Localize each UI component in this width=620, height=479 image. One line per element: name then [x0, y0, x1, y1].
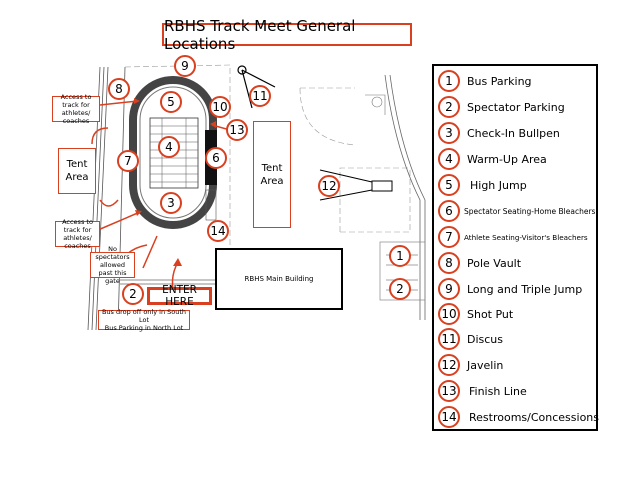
legend-item: 14 Restrooms/Concessions [438, 406, 599, 428]
note-no-spectators: No spectators allowed past this gate [90, 245, 135, 285]
legend-number: 9 [438, 278, 460, 300]
legend-item: 3 Check-In Bullpen [438, 122, 560, 144]
legend-number: 5 [438, 174, 460, 196]
baseball-field [365, 94, 386, 115]
legend-item: 4 Warm-Up Area [438, 148, 547, 170]
tent-area-right: Tent Area [253, 121, 291, 228]
legend-number: 4 [438, 148, 460, 170]
legend-number: 10 [438, 303, 460, 325]
enter-here-sign: ENTER HERE [147, 284, 212, 308]
legend-item: 6 Spectator Seating-Home Bleachers [438, 200, 595, 222]
legend-label: Warm-Up Area [467, 152, 547, 166]
note-access-top: Access to track for athletes/ coaches [52, 93, 100, 125]
main-building: RBHS Main Building [215, 248, 343, 310]
map-marker-12: 12 [318, 175, 340, 197]
legend-number: 8 [438, 252, 460, 274]
map-marker-13: 13 [226, 119, 248, 141]
legend-label: Long and Triple Jump [467, 282, 583, 296]
legend-number: 7 [438, 226, 460, 248]
map-marker-8: 8 [108, 78, 130, 100]
map-marker-2-south-lot: 2 [122, 283, 144, 305]
map-marker-4: 4 [158, 136, 180, 158]
legend-label: Spectator Parking [467, 100, 565, 114]
legend-label: Bus Parking [467, 74, 532, 88]
legend-number: 13 [438, 380, 460, 402]
legend-item: 10 Shot Put [438, 303, 513, 325]
note-access-bottom: Access to track for athletes/ coaches [55, 218, 100, 250]
legend-label: Javelin [467, 358, 504, 372]
tent-area-left: Tent Area [58, 148, 96, 194]
legend-label: Restrooms/Concessions [469, 410, 600, 424]
legend-number: 1 [438, 70, 460, 92]
map-marker-11: 11 [249, 85, 271, 107]
legend-label: Check-In Bullpen [467, 126, 560, 140]
legend-number: 11 [438, 328, 460, 350]
legend-number: 12 [438, 354, 460, 376]
legend-label: High Jump [470, 178, 527, 192]
legend-item: 12 Javelin [438, 354, 503, 376]
legend-item: 5 High Jump [438, 174, 527, 196]
javelin-runway [319, 169, 393, 201]
legend-label: Finish Line [469, 384, 527, 398]
legend-item: 9 Long and Triple Jump [438, 278, 582, 300]
legend-item: 7 Athlete Seating-Visitor's Bleachers [438, 226, 588, 248]
map-marker-1: 1 [389, 245, 411, 267]
legend-item: 1 Bus Parking [438, 70, 532, 92]
legend-panel: 1 Bus Parking 2 Spectator Parking 3 Chec… [432, 64, 599, 431]
map-marker-3: 3 [160, 192, 182, 214]
legend-item: 13 Finish Line [438, 380, 527, 402]
note-bus-info: Bus drop off only in South Lot Bus Parki… [98, 308, 190, 332]
legend-label: Athlete Seating-Visitor's Bleachers [464, 232, 588, 242]
legend-number: 3 [438, 122, 460, 144]
map-marker-5: 5 [160, 91, 182, 113]
legend-label: Pole Vault [467, 256, 522, 270]
legend-label: Discus [467, 332, 504, 346]
map-marker-6: 6 [205, 147, 227, 169]
legend-item: 11 Discus [438, 328, 503, 350]
map-marker-9: 9 [174, 55, 196, 77]
legend-item: 2 Spectator Parking [438, 96, 565, 118]
legend-number: 14 [438, 406, 460, 428]
map-marker-14: 14 [207, 220, 229, 242]
legend-number: 6 [438, 200, 460, 222]
legend-number: 2 [438, 96, 460, 118]
map-marker-10: 10 [209, 96, 231, 118]
map-marker-2: 2 [389, 278, 411, 300]
legend-label: Spectator Seating-Home Bleachers [464, 206, 596, 216]
legend-item: 8 Pole Vault [438, 252, 521, 274]
legend-label: Shot Put [467, 307, 514, 321]
map-marker-7: 7 [117, 150, 139, 172]
